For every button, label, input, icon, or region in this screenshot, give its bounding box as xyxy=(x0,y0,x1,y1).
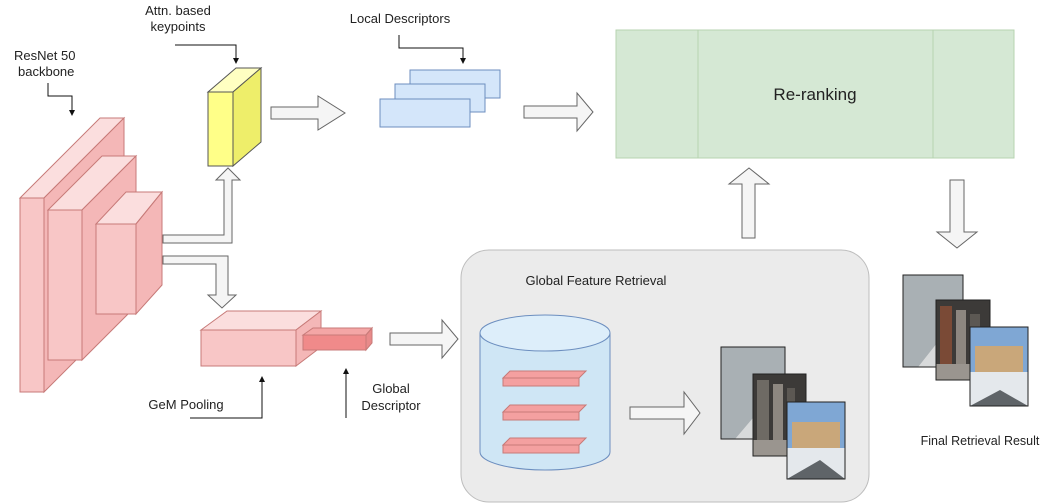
callout-attn xyxy=(175,44,237,60)
retrieved-photo-3 xyxy=(786,401,846,480)
global-descriptor-label-line2: Descriptor xyxy=(361,398,421,413)
local-descriptors-stack xyxy=(379,69,501,128)
flow-arrows xyxy=(270,91,979,436)
final-result-images xyxy=(902,274,1029,407)
callout-gem xyxy=(190,380,263,419)
resnet-backbone-blocks xyxy=(18,116,164,394)
backbone-connectors xyxy=(162,167,242,309)
global-descriptor-bar xyxy=(301,326,374,352)
local-descriptors-label: Local Descriptors xyxy=(349,11,451,26)
gem-pooling-label: GeM Pooling xyxy=(148,397,224,412)
arrow-local-to-reranking xyxy=(523,91,594,133)
gem-pooling-box xyxy=(199,309,323,368)
retrieved-images xyxy=(720,346,846,480)
final-photo-3 xyxy=(969,326,1029,407)
callout-arrowheads xyxy=(69,58,466,382)
attn-label-line1: Attn. based xyxy=(145,3,211,18)
callout-lines xyxy=(47,35,464,419)
arrow-descriptor-to-retrieval xyxy=(389,318,459,360)
global-descriptor-label-line1: Global xyxy=(372,381,410,396)
attention-keypoints-block xyxy=(206,66,263,168)
final-result-label: Final Retrieval Result xyxy=(920,434,1040,448)
global-feature-retrieval-label: Global Feature Retrieval xyxy=(525,273,667,288)
attn-label-line2: keypoints xyxy=(150,19,206,34)
callout-resnet xyxy=(47,83,73,112)
reranking-box xyxy=(615,29,1015,159)
reranking-label: Re-ranking xyxy=(773,85,857,104)
resnet-label-line1: ResNet 50 xyxy=(14,48,76,63)
arrow-retrieval-to-reranking xyxy=(727,167,771,239)
arrow-attn-to-local xyxy=(270,95,346,131)
database-bars xyxy=(501,370,588,454)
arrow-reranking-to-final xyxy=(935,179,979,249)
callout-local xyxy=(398,35,464,60)
arrow-db-to-results xyxy=(629,390,701,436)
resnet-label-line2: backbone xyxy=(18,64,75,79)
database-cylinder xyxy=(479,314,611,471)
